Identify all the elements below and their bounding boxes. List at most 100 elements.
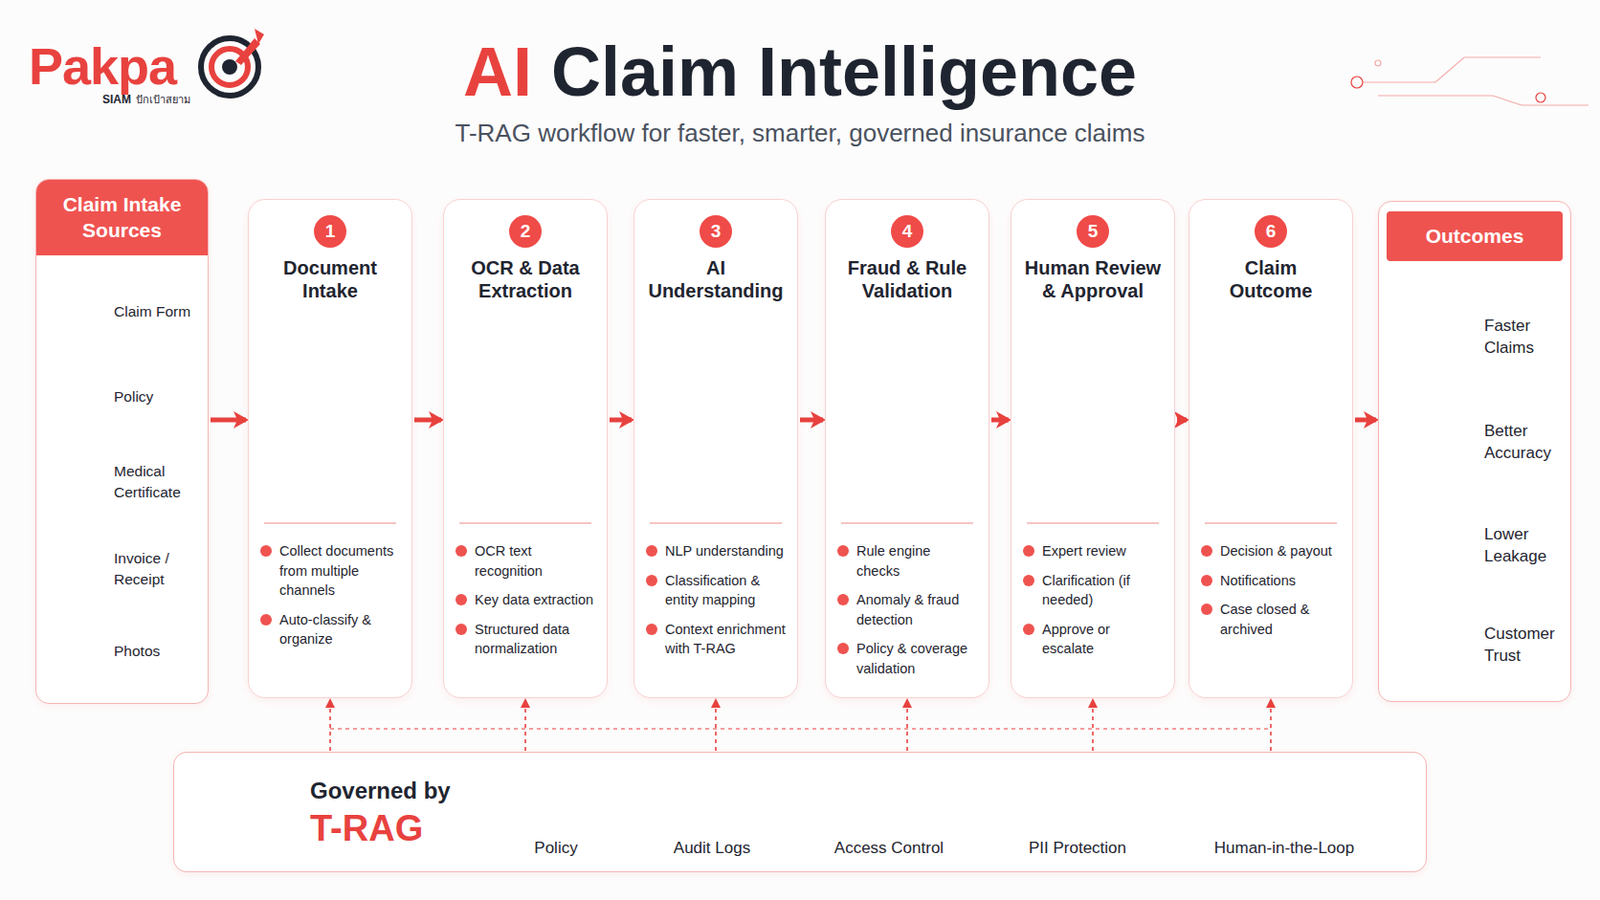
icon-space <box>455 303 596 510</box>
card-divider <box>1204 522 1337 525</box>
panel-header: Claim Intake Sources <box>36 179 208 256</box>
step-bullet: Collect documents from multiple channels <box>260 541 400 601</box>
icon-space <box>837 303 978 510</box>
step-bullet: Notifications <box>1200 571 1341 592</box>
process-card: 6Claim OutcomeDecision & payoutNotificat… <box>1188 199 1354 699</box>
step-heading: Fraud & Rule Validation <box>837 255 978 304</box>
step-bullet: Structured data normalization <box>455 620 596 660</box>
card-divider <box>1026 522 1159 525</box>
step-bullet: OCR text recognition <box>455 541 596 581</box>
outcome-item: Faster Claims <box>1388 294 1567 381</box>
panel-header: Outcomes <box>1386 211 1563 262</box>
source-item: Invoice / Receipt <box>44 535 206 603</box>
title: AI Claim Intelligence <box>463 32 1137 112</box>
step-number: 3 <box>699 215 733 248</box>
card-divider <box>649 522 782 525</box>
source-item: Claim Form <box>44 278 206 346</box>
governance-item: Policy <box>465 766 647 867</box>
step-bullet: Approve or escalate <box>1022 620 1163 660</box>
governance-item: Audit Logs <box>621 766 803 867</box>
step-bullet: NLP understanding <box>645 541 786 562</box>
step-bullet: Key data extraction <box>455 590 596 611</box>
source-item: Photos <box>44 618 206 686</box>
governance-link <box>1269 700 1272 752</box>
governance-heading: Governed by <box>310 777 451 805</box>
step-bullet: Auto-classify & organize <box>260 610 400 650</box>
flow-arrow <box>1355 418 1377 423</box>
governance-label: Human-in-the-Loop <box>1193 839 1376 859</box>
icon-space <box>260 303 400 510</box>
flow-arrow <box>1177 418 1187 423</box>
outcome-label: Better Accuracy <box>1388 421 1567 466</box>
step-heading: Document Intake <box>260 255 400 304</box>
step-number: 2 <box>509 215 542 248</box>
governance-link <box>329 700 332 752</box>
governance-rail <box>330 728 1271 731</box>
step-number: 1 <box>313 215 347 248</box>
governance-item: PII Protection <box>986 766 1169 867</box>
logo-target <box>200 28 265 96</box>
source-item: Medical Certificate <box>44 448 206 516</box>
step-heading: Human Review & Approval <box>1022 255 1163 304</box>
step-bullet: Context enrichment with T-RAG <box>645 620 786 660</box>
outcome-item: Better Accuracy <box>1388 400 1567 487</box>
caption: T-RAG workflow for faster, smarter, gove… <box>0 118 1600 149</box>
step-bullet: Expert review <box>1022 541 1163 562</box>
step-number: 5 <box>1076 215 1110 248</box>
governance-label: Policy <box>465 839 647 859</box>
icon-space <box>645 303 786 510</box>
governance-link <box>524 700 527 752</box>
step-number: 6 <box>1254 215 1288 248</box>
governance-label: Audit Logs <box>621 839 803 859</box>
source-label: Invoice / Receipt <box>44 548 206 590</box>
decor-lines <box>1351 57 1589 106</box>
flow-arrow <box>210 418 246 423</box>
flow-arrow <box>991 418 1009 423</box>
source-item: Policy <box>44 363 206 431</box>
title-wrap: AI Claim Intelligence <box>0 32 1600 112</box>
step-heading: AI Understanding <box>645 255 786 304</box>
governance-item: Access Control <box>798 766 980 867</box>
logo-subtext: SIAM <box>102 92 132 107</box>
governance-label: PII Protection <box>986 839 1169 859</box>
outcome-label: Faster Claims <box>1388 315 1567 360</box>
source-label: Claim Form <box>44 301 191 323</box>
process-card: 4Fraud & Rule ValidationRule engine chec… <box>824 199 990 699</box>
flow-arrow <box>800 418 823 423</box>
step-bullet: Clarification (if needed) <box>1022 571 1163 611</box>
step-bullet: Classification & entity mapping <box>645 571 786 611</box>
icon-space <box>1022 303 1163 510</box>
outcome-item: Customer Trust <box>1388 602 1567 689</box>
outcome-item: Lower Leakage <box>1388 503 1567 590</box>
governance-bar: Governed by T-RAG PolicyAudit LogsAccess C… <box>173 752 1427 873</box>
process-card: 2OCR & Data ExtractionOCR text recogniti… <box>443 199 608 699</box>
outcome-label: Lower Leakage <box>1388 524 1567 569</box>
process-card: 5Human Review & ApprovalExpert reviewCla… <box>1010 199 1176 699</box>
governance-label: Access Control <box>798 839 980 859</box>
card-divider <box>459 522 592 525</box>
flow-arrow <box>609 418 632 423</box>
governance-link <box>714 700 717 752</box>
card-divider <box>264 522 397 525</box>
process-card: 1Document IntakeCollect documents from m… <box>247 199 413 699</box>
logo-wordmark: Pakpa <box>28 36 177 96</box>
outcome-panel: OutcomesFaster ClaimsBetter AccuracyLowe… <box>1377 200 1572 703</box>
card-divider <box>841 522 974 525</box>
governance-link <box>1091 700 1094 752</box>
step-bullet: Decision & payout <box>1200 541 1341 562</box>
logo-thai: ปักเป้าสยาม <box>135 90 191 109</box>
step-bullet: Case closed & archived <box>1200 600 1341 640</box>
governance-brand: T-RAG <box>310 808 423 850</box>
source-label: Medical Certificate <box>44 461 206 503</box>
step-number: 4 <box>890 215 924 248</box>
source-label: Photos <box>44 641 160 663</box>
governance-item: Human-in-the-Loop <box>1193 766 1376 867</box>
step-heading: Claim Outcome <box>1200 255 1341 304</box>
step-heading: OCR & Data Extraction <box>455 255 596 304</box>
outcome-label: Customer Trust <box>1388 623 1567 668</box>
step-bullet: Anomaly & fraud detection <box>837 590 978 630</box>
flow-arrow <box>414 418 442 423</box>
process-card: 3 AI UnderstandingNLP understandingClassi… <box>633 199 799 699</box>
source-panel: Claim Intake SourcesClaim FormPolicyMedi… <box>35 178 209 705</box>
